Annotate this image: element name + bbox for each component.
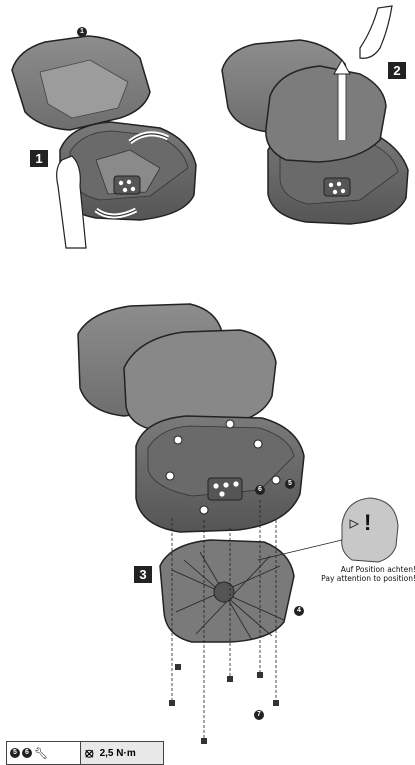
warning-line-de: Auf Position achten! — [340, 565, 415, 574]
step1-case — [11, 35, 197, 249]
torque-value: 2,5 N·m — [99, 747, 136, 759]
step2-case — [221, 5, 409, 225]
callout-6: 6 — [255, 478, 265, 496]
callout-4: 4 — [294, 599, 304, 617]
warning-line-en: Pay attention to position! — [321, 574, 415, 583]
warning-exclamation: ! — [364, 510, 372, 535]
torque-value-cell: ⦻ 2,5 N·m — [81, 742, 163, 764]
torque-spec-box: 5 6 🔧︎ ⦻ 2,5 N·m — [6, 741, 164, 765]
callout-5: 5 — [285, 472, 295, 490]
torque-icon: ⦻ — [85, 745, 94, 760]
callout-7: 7 — [254, 703, 264, 721]
callout-1: 1 — [77, 20, 87, 38]
wrench-icon: 🔧︎ — [34, 747, 48, 760]
step3-case — [77, 303, 305, 744]
warning-head-icon — [257, 497, 399, 563]
warning-text: Auf Position achten! Pay attention to po… — [312, 565, 415, 583]
part-6-badge: 6 — [22, 748, 32, 758]
step-2-label: 2 — [388, 62, 406, 79]
step-3-label: 3 — [134, 566, 152, 583]
torque-parts: 5 6 🔧︎ — [7, 742, 81, 764]
part-5-badge: 5 — [10, 748, 20, 758]
step-1-label: 1 — [30, 150, 48, 167]
